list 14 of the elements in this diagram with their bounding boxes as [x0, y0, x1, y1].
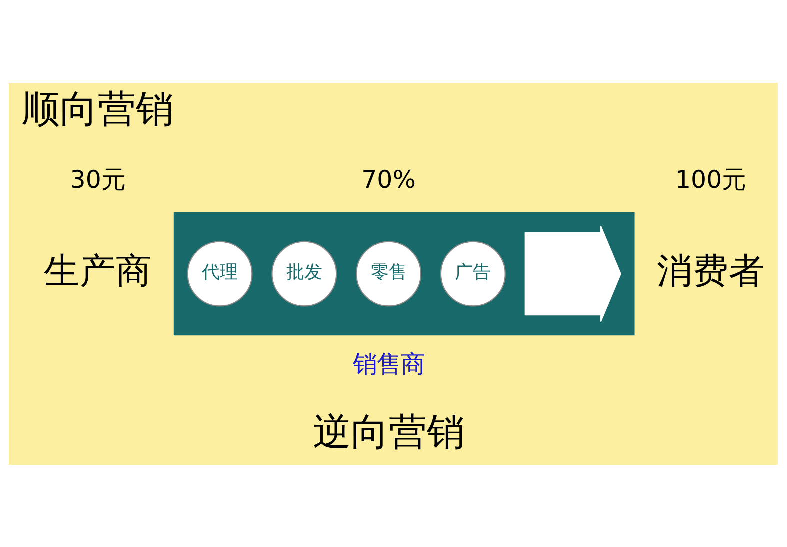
- node-label: 30元: [70, 164, 126, 194]
- node-arrow: [524, 225, 622, 322]
- node-circle: 零售: [356, 240, 422, 306]
- node-circle: 批发: [272, 240, 338, 306]
- node-label: 销售商: [352, 348, 425, 378]
- label: 逆向营销: [312, 410, 465, 454]
- cluster: [174, 212, 635, 336]
- node-circle: 代理: [187, 240, 253, 306]
- node-circle: 广告: [440, 240, 506, 306]
- node-text: 生产商: [44, 250, 152, 292]
- node-label: 100元: [676, 164, 746, 194]
- label: 顺向营销: [22, 86, 174, 131]
- node-label: 70%: [362, 164, 416, 194]
- node-text: 消费者: [656, 250, 765, 292]
